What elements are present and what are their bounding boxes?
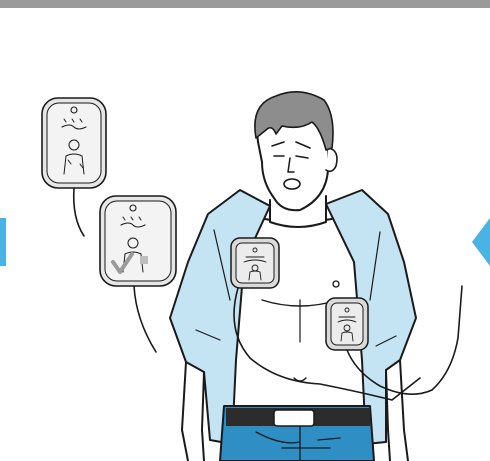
- loose-pad-top-cable: [74, 188, 84, 236]
- loose-pad-bottom-cable: [134, 286, 156, 352]
- arm-right: [386, 360, 408, 461]
- belt-buckle: [274, 410, 314, 426]
- patient-figure: [170, 92, 416, 461]
- chest-pad-lower: [326, 298, 368, 350]
- mouth-open: [284, 179, 300, 189]
- loose-pad-bottom: [100, 196, 176, 286]
- arm-left: [182, 362, 204, 461]
- loose-pad-top: [42, 98, 106, 188]
- chest-pad-upper: [231, 238, 279, 288]
